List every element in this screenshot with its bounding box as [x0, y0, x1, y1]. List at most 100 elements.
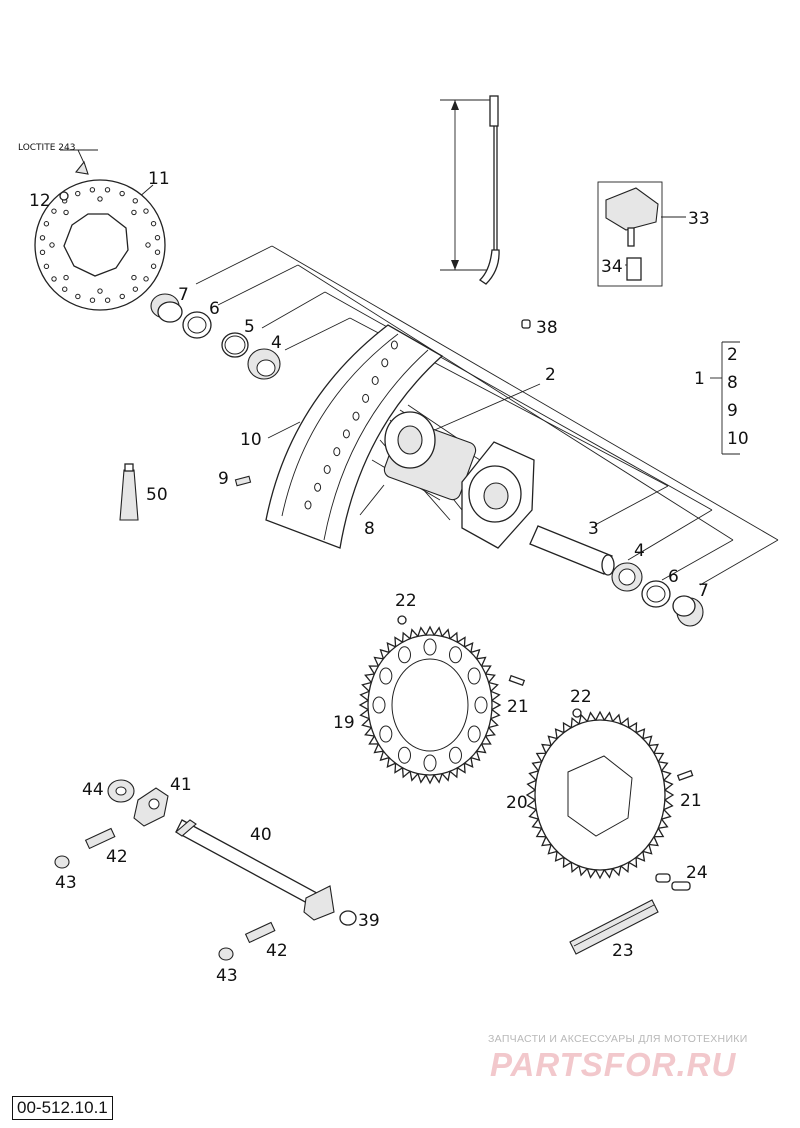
group-legend: 1 2 8 9 10	[694, 345, 749, 449]
disc-hole	[63, 274, 69, 281]
callout-6-right: 6	[668, 567, 679, 587]
wheel-hub	[371, 404, 535, 549]
rear-sprocket	[358, 615, 526, 785]
group-item-2: 2	[727, 345, 738, 365]
callout-10: 10	[240, 430, 262, 450]
sprocket-hole	[467, 725, 481, 743]
callout-2: 2	[545, 365, 556, 385]
callout-8: 8	[364, 519, 375, 539]
callout-41: 41	[170, 775, 192, 795]
rim-hole	[342, 429, 350, 439]
disc-hole	[51, 208, 57, 214]
disc-hole	[43, 221, 50, 227]
disc-hole	[150, 220, 157, 227]
rim-hole	[381, 358, 389, 368]
disc-hole	[132, 198, 138, 204]
spoke-length-gauge	[440, 95, 500, 285]
sprocket-hole	[474, 696, 488, 714]
callout-19: 19	[333, 713, 355, 733]
disc-hole	[89, 297, 96, 303]
disc-hole	[154, 234, 161, 241]
callout-7: 7	[178, 285, 189, 305]
callout-4-right: 4	[634, 541, 645, 561]
disc-hole	[75, 190, 81, 197]
group-parent-label: 1	[694, 369, 705, 389]
callout-21: 21	[507, 697, 529, 717]
rim-hole	[304, 500, 312, 510]
chain-adjuster-left	[54, 779, 169, 869]
drive-chain	[569, 873, 691, 955]
disc-hole	[119, 190, 125, 197]
sprocket-hole	[372, 696, 386, 714]
right-bearing-stack	[529, 525, 704, 627]
disc-hole	[51, 276, 57, 282]
callout-20: 20	[506, 793, 528, 813]
callout-21-right: 21	[680, 791, 702, 811]
disc-hole	[104, 187, 111, 193]
disc-hole	[143, 276, 149, 282]
disc-hole	[43, 263, 50, 270]
rim-hole	[352, 411, 360, 421]
callout-43-right: 43	[216, 966, 238, 986]
disc-hole	[39, 249, 46, 256]
callout-42-right: 42	[266, 941, 288, 961]
chain-adjuster-right	[218, 921, 276, 961]
callout-50: 50	[146, 485, 168, 505]
loctite-note: LOCTITE 243	[18, 143, 75, 153]
disc-hole	[119, 293, 125, 300]
callout-7-right: 7	[698, 581, 709, 601]
disc-hole	[97, 288, 103, 294]
callout-38: 38	[536, 318, 558, 338]
valve-cap	[521, 319, 531, 329]
callout-44: 44	[82, 780, 104, 800]
disc-hole	[154, 249, 161, 255]
disc-hole	[75, 293, 81, 300]
watermark-tagline: ЗАПЧАСТИ И АКСЕССУАРЫ ДЛЯ МОТОТЕХНИКИ	[488, 1033, 748, 1045]
sprocket-hole	[379, 667, 393, 685]
wheel-rim	[265, 324, 444, 549]
rim-hole	[390, 340, 398, 350]
watermark-logo: PARTSFOR.RU	[490, 1046, 737, 1083]
spoke-nipple	[234, 475, 252, 487]
callout-22: 22	[395, 591, 417, 611]
callout-5: 5	[244, 317, 255, 337]
disc-hole	[97, 196, 103, 202]
callout-39: 39	[358, 911, 380, 931]
sprocket-hole	[449, 746, 462, 764]
callout-42: 42	[106, 847, 128, 867]
callout-24: 24	[686, 863, 708, 883]
disc-hole	[63, 209, 69, 216]
callout-11: 11	[148, 169, 170, 189]
group-item-9: 9	[727, 401, 738, 421]
rim-lock-box	[597, 181, 663, 287]
drawing-code: 00-512.10.1	[12, 1096, 113, 1120]
disc-hole	[49, 242, 55, 248]
rim-hole	[323, 464, 331, 474]
disc-hole	[131, 274, 137, 281]
grease-tube	[119, 463, 139, 521]
brake-disc	[34, 160, 166, 311]
callout-6: 6	[209, 299, 220, 319]
left-bearing-stack	[150, 293, 281, 380]
disc-hole	[143, 208, 149, 214]
group-item-8: 8	[727, 373, 738, 393]
rim-hole	[371, 376, 379, 386]
disc-hole	[132, 286, 139, 292]
disc-hole	[62, 286, 68, 292]
callout-9: 9	[218, 469, 229, 489]
sprocket-hole	[423, 754, 437, 772]
rear-sprocket-alt	[525, 708, 694, 880]
group-item-10: 10	[727, 429, 749, 449]
callout-12: 12	[29, 191, 51, 211]
disc-hole	[131, 209, 137, 216]
sprocket-hole	[423, 638, 437, 656]
rim-hole	[362, 393, 370, 403]
sprocket-hole	[398, 646, 411, 664]
callout-43: 43	[55, 873, 77, 893]
rear-axle	[175, 819, 357, 926]
disc-hole	[39, 235, 46, 241]
disc-hole	[104, 297, 111, 303]
callout-40: 40	[250, 825, 272, 845]
sprocket-hole	[379, 725, 393, 743]
